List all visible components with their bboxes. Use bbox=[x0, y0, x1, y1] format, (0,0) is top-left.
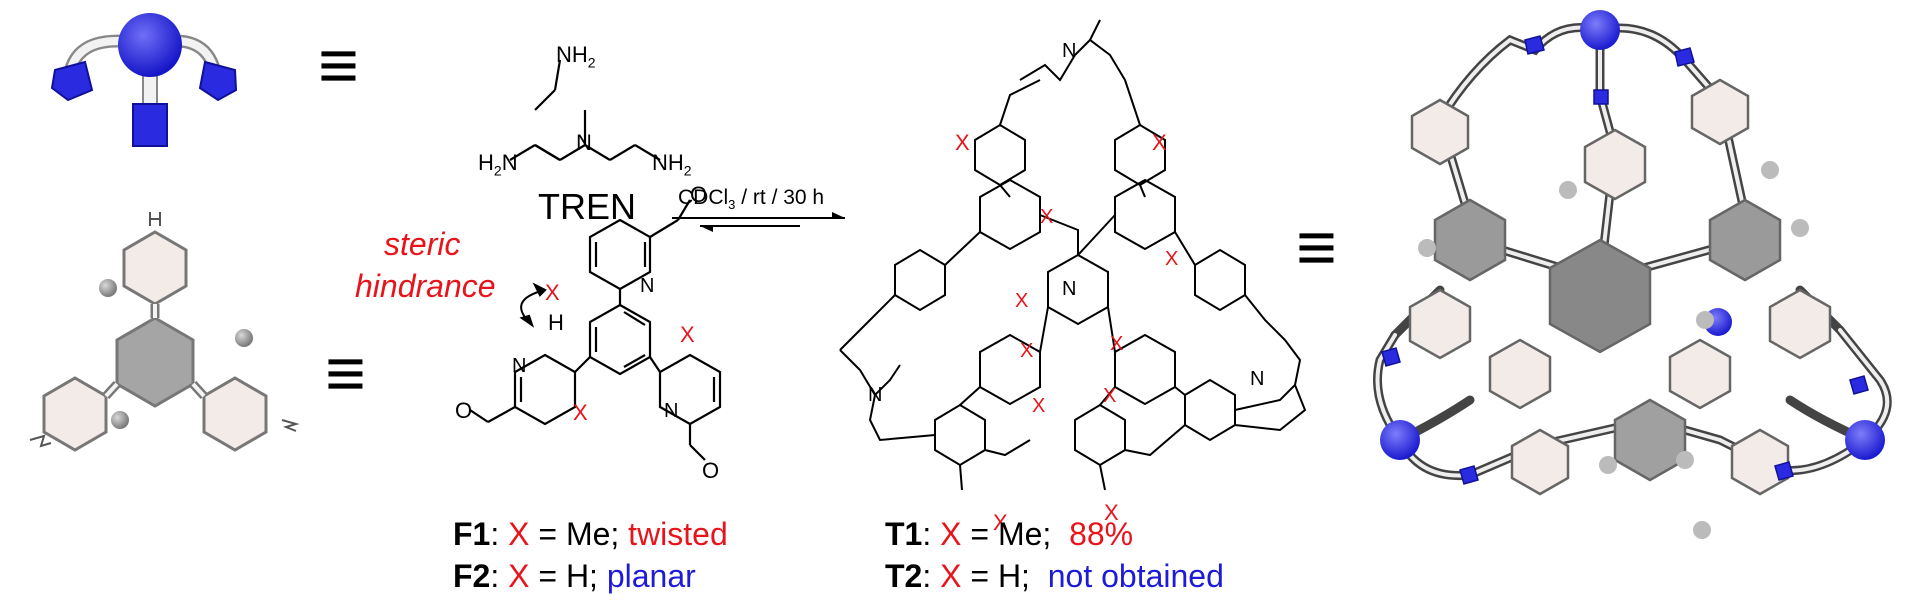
legend-f2: F2: X = H; planar bbox=[453, 558, 696, 594]
cage-x-11: X bbox=[1104, 500, 1119, 525]
aldehyde-o-left: O bbox=[455, 398, 473, 423]
legend-f1-desc: twisted bbox=[628, 516, 728, 552]
legend-t1: T1: X = Me; 88% bbox=[885, 516, 1134, 552]
steric-hindrance-line1: steric bbox=[384, 226, 461, 262]
cage-x-10: X bbox=[993, 510, 1008, 535]
steric-hindrance-line2: hindrance bbox=[355, 268, 496, 304]
cage-3d-nitrogen-top bbox=[1580, 10, 1620, 50]
tren-nh2-left: H2N bbox=[478, 150, 518, 179]
aldehyde-n-right: N bbox=[664, 400, 679, 422]
tren-nitrogen-ball bbox=[118, 13, 182, 77]
tren-nh2-right: NH2 bbox=[652, 150, 692, 179]
legend-f2-desc: planar bbox=[606, 558, 696, 594]
legend-t2: T2: X = H; not obtained bbox=[885, 558, 1224, 594]
cage-3d-nitrogen-left bbox=[1380, 420, 1420, 460]
tren-end-bottom bbox=[132, 103, 168, 147]
cage-x-7: X bbox=[1020, 340, 1034, 362]
aldehyde-h: H bbox=[548, 310, 564, 335]
tren-end-left bbox=[50, 60, 94, 102]
legend-f2-name: F2 bbox=[453, 558, 491, 594]
tren-end-right bbox=[198, 60, 238, 102]
reaction-conditions: CDCl3 / rt / 30 h bbox=[678, 186, 825, 213]
legend-f1: F1: X = Me; twisted bbox=[453, 516, 728, 552]
tren-n-center: N bbox=[576, 130, 592, 155]
cage-n-core: N bbox=[1062, 278, 1077, 300]
aldehyde-o-right: O bbox=[702, 458, 720, 483]
cage-x-2: X bbox=[1152, 130, 1167, 155]
legend-t2-name: T2 bbox=[885, 558, 923, 594]
legend-f1-name: F1 bbox=[453, 516, 491, 552]
cage-n-top: N bbox=[1062, 40, 1077, 62]
cage-x-1: X bbox=[955, 130, 970, 155]
aldehyde-x-right: X bbox=[680, 322, 695, 347]
cage-x-3: X bbox=[1040, 206, 1054, 228]
equiv-symbol-3: ≡ bbox=[1296, 208, 1337, 286]
aldehyde-x-left: X bbox=[573, 400, 588, 425]
equiv-symbol-1: ≡ bbox=[318, 26, 359, 104]
cage-n-right-cap: N bbox=[1250, 368, 1265, 390]
cage-n-left-cap: N bbox=[868, 384, 883, 406]
aldehyde-x-top: X bbox=[545, 280, 560, 305]
legend-t2-desc: not obtained bbox=[1047, 558, 1224, 594]
cage-x-6: X bbox=[1110, 333, 1124, 355]
cage-x-5: X bbox=[1015, 290, 1029, 312]
equiv-symbol-2: ≡ bbox=[325, 334, 366, 412]
aldehyde-o-top: O bbox=[690, 182, 708, 207]
legend-t1-desc: 88% bbox=[1069, 516, 1134, 552]
legend-t1-name: T1 bbox=[885, 516, 923, 552]
cage-x-8: X bbox=[1032, 395, 1046, 417]
aldehyde-n-top: N bbox=[640, 275, 655, 297]
cage-x-4: X bbox=[1165, 248, 1179, 270]
cage-x-9: X bbox=[1103, 385, 1117, 407]
tren-nh2-top: NH2 bbox=[556, 42, 596, 71]
aldehyde-n-left: N bbox=[512, 355, 527, 377]
cage-3d-nitrogen-right bbox=[1845, 420, 1885, 460]
